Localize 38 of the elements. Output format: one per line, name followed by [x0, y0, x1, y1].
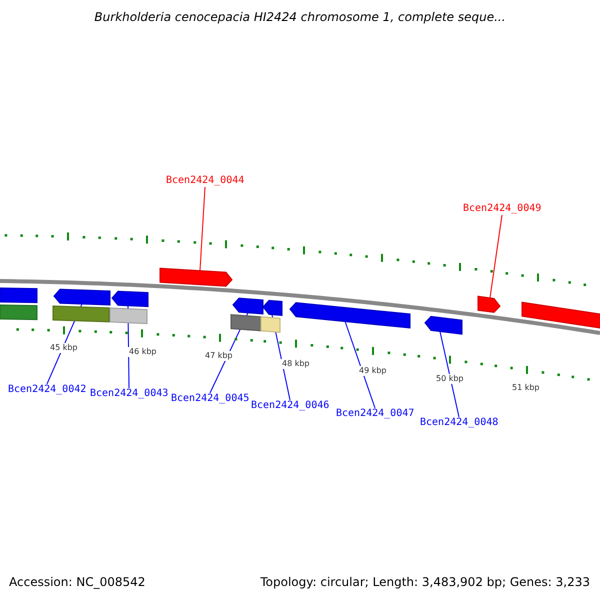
gene-label: Bcen2424_0046	[251, 400, 330, 412]
gene-bar	[110, 307, 148, 324]
scale-label: 48 kbp	[281, 359, 311, 369]
scale-label: 47 kbp	[204, 351, 234, 361]
leader-line	[490, 214, 502, 298]
gene-label: Bcen2424_0043	[90, 388, 168, 400]
scale-label: 50 kbp	[435, 374, 465, 384]
gene-feature	[232, 298, 264, 314]
accession-text: Accession: NC_008542	[9, 575, 146, 589]
gene-bar	[52, 306, 110, 322]
scale-label: 49 kbp	[358, 366, 388, 376]
scale-label: 46 kbp	[128, 347, 158, 357]
gene-feature	[160, 268, 233, 287]
gene-feature	[111, 290, 148, 308]
gene-label: Bcen2424_0042	[8, 384, 86, 396]
gene-bar	[0, 288, 38, 304]
gene-label: Bcen2424_0047	[336, 408, 414, 420]
gene-feature	[289, 302, 410, 329]
gene-label: Bcen2424_0044	[166, 175, 244, 187]
gene-feature	[262, 300, 282, 316]
gene-label: Bcen2424_0049	[463, 203, 542, 215]
gene-bar	[260, 316, 280, 333]
leader-line	[272, 314, 290, 400]
gene-bar	[0, 304, 38, 320]
gene-feature	[424, 316, 462, 335]
title: Burkholderia cenocepacia HI2424 chromosome 1, complete seque...	[93, 10, 507, 24]
gene-label: Bcen2424_0045	[171, 393, 250, 405]
gene-feature	[478, 296, 501, 313]
sequence-info-text: Topology: circular; Length: 3,483,902 bp; Genes: 3,233	[260, 575, 590, 589]
gene-bar	[230, 314, 262, 332]
leader-line	[344, 320, 376, 408]
gene-label: Bcen2424_0048	[420, 417, 498, 429]
gene-bar	[522, 302, 600, 330]
scale-label: 51 kbp	[511, 383, 541, 393]
leader-line	[440, 331, 460, 418]
scale-label: 45 kbp	[49, 343, 79, 353]
leader-line	[200, 186, 206, 272]
gene-feature	[53, 288, 110, 306]
